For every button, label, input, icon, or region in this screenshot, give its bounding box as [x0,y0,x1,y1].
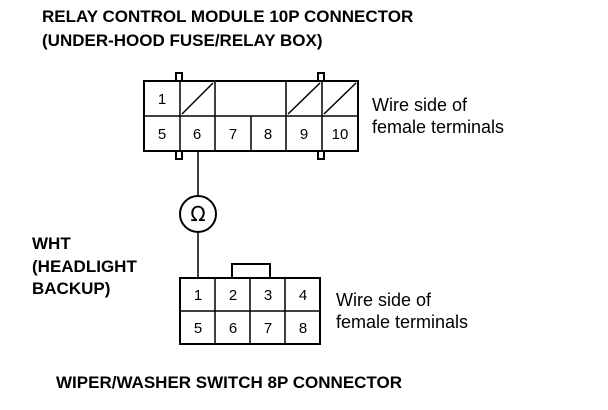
bottom-note-line1: Wire side of [336,290,432,310]
wire-label-line3: BACKUP) [32,279,110,298]
pin-label: 6 [193,126,201,143]
pin-label: 1 [158,91,166,108]
pin-label: 7 [229,126,237,143]
top-note-line1: Wire side of [372,95,468,115]
bottom-title: WIPER/WASHER SWITCH 8P CONNECTOR [56,373,402,392]
pin-label: 10 [332,126,349,143]
pin-label: 8 [299,320,307,337]
pin-label: 9 [300,126,308,143]
bottom-note-line2: female terminals [336,312,468,332]
pin-label: 4 [299,287,307,304]
top-connector-notch [175,72,183,82]
pin-label: 5 [158,126,166,143]
wiper-washer-switch-connector: 1 2 3 4 5 6 7 8 [179,263,321,345]
top-title-line2: (UNDER-HOOD FUSE/RELAY BOX) [42,31,323,50]
top-note-line2: female terminals [372,117,504,137]
pin-label: 3 [264,287,272,304]
top-connector-notch [317,72,325,82]
relay-control-module-connector: 1 5 6 7 8 9 10 [143,72,359,160]
top-connector-notch [317,150,325,160]
top-connector-notch [175,150,183,160]
empty-cavity-mark [287,82,321,115]
empty-cavity-mark [181,82,214,115]
top-title-line1: RELAY CONTROL MODULE 10P CONNECTOR [42,7,413,26]
pin-label: 8 [264,126,272,143]
pin-label: 1 [194,287,202,304]
wire-label-line2: (HEADLIGHT [32,257,137,276]
pin-label: 6 [229,320,237,337]
empty-cavity-mark [323,82,357,115]
bottom-connector-lock-tab [231,263,271,279]
wire-label-line1: WHT [32,234,71,253]
pin-label: 7 [264,320,272,337]
ohmmeter-icon: Ω [179,195,217,233]
pin-label: 5 [194,320,202,337]
ohm-symbol: Ω [190,202,205,226]
pin-label: 2 [229,287,237,304]
